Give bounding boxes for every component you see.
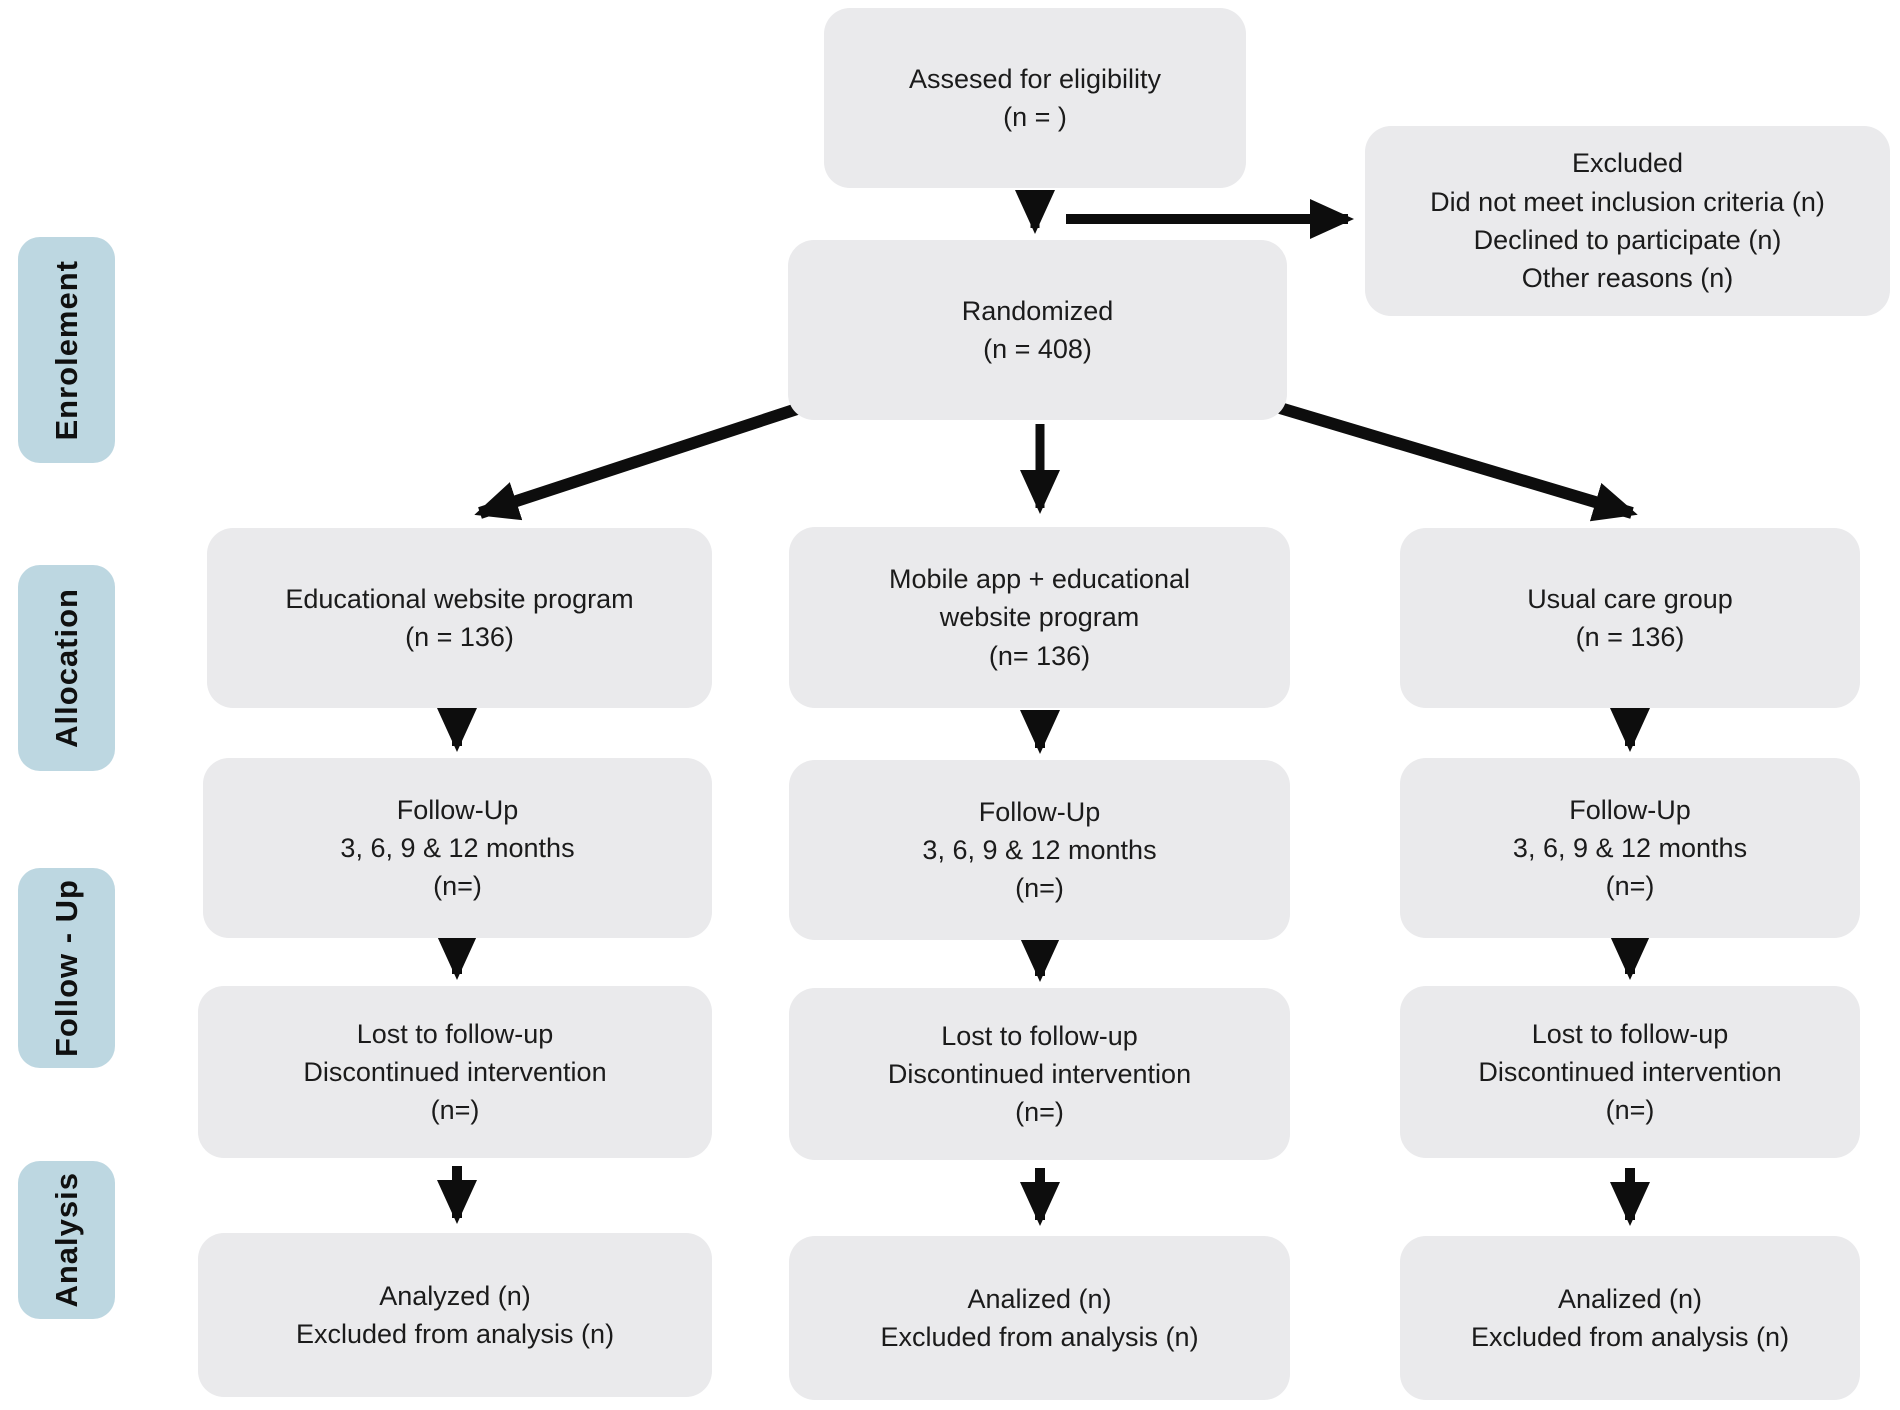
lost-col3-n: (n=)	[1605, 1095, 1655, 1126]
assessed-n: (n = )	[1003, 102, 1067, 132]
analysis-col2-line1: Analized (n)	[967, 1283, 1112, 1314]
stage-label-allocation: Allocation	[18, 565, 115, 771]
lost-box-col2: Lost to follow-up Discontinued intervent…	[789, 988, 1290, 1160]
randomized-line: Randomized	[961, 295, 1114, 326]
followup-col2-title: Follow-Up	[978, 796, 1101, 827]
lost-box-col3: Lost to follow-up Discontinued intervent…	[1400, 986, 1860, 1158]
stage-label-analysis-text: Analysis	[48, 1172, 84, 1308]
lost-col2-line2: Discontinued intervention	[887, 1058, 1192, 1089]
stage-label-followup: Follow - Up	[18, 868, 115, 1068]
followup-col3-n: (n=)	[1605, 871, 1655, 902]
excluded-title: Excluded	[1571, 148, 1684, 179]
followup-col2-n: (n=)	[1015, 873, 1064, 904]
allocation-website-n: (n = 136)	[405, 622, 514, 652]
analysis-col1-line1: Analyzed (n)	[379, 1280, 531, 1311]
followup-box-col2: Follow-Up 3, 6, 9 & 12 months (n=)	[789, 760, 1290, 940]
analysis-box-col3: Analized (n) Excluded from analysis (n)	[1400, 1236, 1860, 1400]
excluded-other: Other reasons (n)	[1521, 263, 1734, 294]
analysis-box-col2: Analized (n) Excluded from analysis (n)	[789, 1236, 1290, 1400]
analysis-col3-line2: Excluded from analysis (n)	[1470, 1322, 1790, 1352]
stage-label-analysis: Analysis	[18, 1161, 115, 1319]
followup-box-col3: Follow-Up 3, 6, 9 & 12 months (n=)	[1400, 758, 1860, 938]
lost-col3-line2: Discontinued intervention	[1478, 1056, 1782, 1087]
assessed-line: Assesed for eligibility	[908, 63, 1162, 94]
analysis-col3-line1: Analized (n)	[1557, 1283, 1703, 1314]
lost-col3-line1: Lost to follow-up	[1531, 1018, 1729, 1049]
allocation-box-usual-care: Usual care group (n = 136)	[1400, 528, 1860, 708]
allocation-usual-n: (n = 136)	[1575, 622, 1685, 652]
arrow-randomized-to-allocation-right	[1278, 402, 1638, 522]
allocation-mobile-line2: website program	[939, 602, 1140, 633]
followup-col2-months: 3, 6, 9 & 12 months	[922, 834, 1157, 865]
allocation-mobile-line1: Mobile app + educational	[889, 564, 1190, 594]
allocation-usual-line: Usual care group	[1527, 583, 1733, 614]
stage-label-enrolement: Enrolement	[18, 237, 115, 463]
analysis-col1-line2: Excluded from analysis (n)	[295, 1319, 615, 1349]
lost-col2-n: (n=)	[1015, 1097, 1064, 1128]
randomized-n: (n = 408)	[983, 334, 1092, 364]
followup-col3-months: 3, 6, 9 & 12 months	[1512, 832, 1748, 863]
followup-col1-n: (n=)	[433, 871, 482, 902]
lost-col2-line1: Lost to follow-up	[941, 1020, 1138, 1051]
lost-col1-n: (n=)	[430, 1095, 480, 1126]
stage-label-allocation-text: Allocation	[48, 588, 84, 748]
excluded-declined: Declined to participate (n)	[1473, 225, 1782, 255]
stage-label-enrolement-text: Enrolement	[48, 259, 84, 441]
lost-col1-line2: Discontinued intervention	[303, 1056, 607, 1087]
assessed-box: Assesed for eligibility (n = )	[824, 8, 1246, 188]
analysis-col2-line2: Excluded from analysis (n)	[880, 1322, 1199, 1352]
followup-col3-title: Follow-Up	[1569, 794, 1691, 825]
randomized-box: Randomized (n = 408)	[788, 240, 1287, 420]
analysis-box-col1: Analyzed (n) Excluded from analysis (n)	[198, 1233, 712, 1397]
excluded-box: Excluded Did not meet inclusion criteria…	[1365, 126, 1890, 316]
arrow-randomized-to-allocation-left	[474, 402, 802, 521]
excluded-criteria: Did not meet inclusion criteria (n)	[1430, 186, 1825, 217]
followup-col1-months: 3, 6, 9 & 12 months	[340, 832, 575, 863]
allocation-box-website: Educational website program (n = 136)	[207, 528, 712, 708]
lost-col1-line1: Lost to follow-up	[356, 1018, 554, 1049]
stage-label-followup-text: Follow - Up	[48, 878, 84, 1058]
allocation-box-mobile-app: Mobile app + educational website program…	[789, 527, 1290, 708]
lost-box-col1: Lost to follow-up Discontinued intervent…	[198, 986, 712, 1158]
followup-col1-title: Follow-Up	[396, 794, 519, 825]
followup-box-col1: Follow-Up 3, 6, 9 & 12 months (n=)	[203, 758, 712, 938]
allocation-mobile-n: (n= 136)	[988, 640, 1091, 671]
allocation-website-line: Educational website program	[285, 583, 634, 614]
